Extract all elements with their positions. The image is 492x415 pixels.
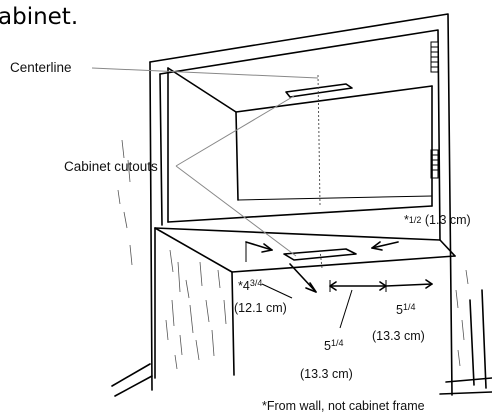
hinge-upper-icon [430, 41, 439, 73]
outer-wall-frame [149, 13, 453, 396]
dimension-half-inch-arrows [245, 241, 399, 262]
wood-grain-texture [117, 139, 469, 370]
svg-text:(13.3 cm): (13.3 cm) [300, 367, 353, 381]
half-inch-dimension-label: *1/2 (1.3 cm) [404, 213, 471, 227]
cabinet-cutouts-label: Cabinet cutouts [64, 159, 158, 174]
svg-text:(13.3 cm): (13.3 cm) [372, 329, 425, 343]
svg-text:*1/2 (1.3 cm): *1/2 (1.3 cm) [404, 213, 471, 227]
upper-cutout [285, 83, 353, 98]
centerline-label: Centerline [10, 60, 72, 75]
dimension-four-three-quarter-arrow [261, 263, 317, 299]
svg-text:(12.1 cm): (12.1 cm) [234, 301, 287, 315]
upper-cabinet [167, 67, 433, 223]
dimension-bottom-leader [339, 289, 353, 329]
four-three-quarter-dimension-label: *43/4 (12.1 cm) [234, 278, 287, 315]
dimension-five-quarter-arrows [329, 279, 433, 292]
floor-lines [111, 289, 492, 397]
heading-text: abinet. [0, 4, 78, 30]
five-quarter-bottom-dimension-label: 51/4 (13.3 cm) [300, 338, 353, 381]
svg-text:51/4: 51/4 [324, 338, 343, 353]
leader-lines [91, 67, 319, 257]
footnote-label: *From wall, not cabinet frame [262, 399, 425, 413]
counter-box [154, 227, 456, 379]
five-quarter-right-dimension-label: 51/4 (13.3 cm) [372, 302, 425, 343]
bottom-cutout [283, 248, 357, 261]
svg-text:51/4: 51/4 [396, 302, 415, 317]
svg-text:*43/4: *43/4 [238, 278, 262, 293]
